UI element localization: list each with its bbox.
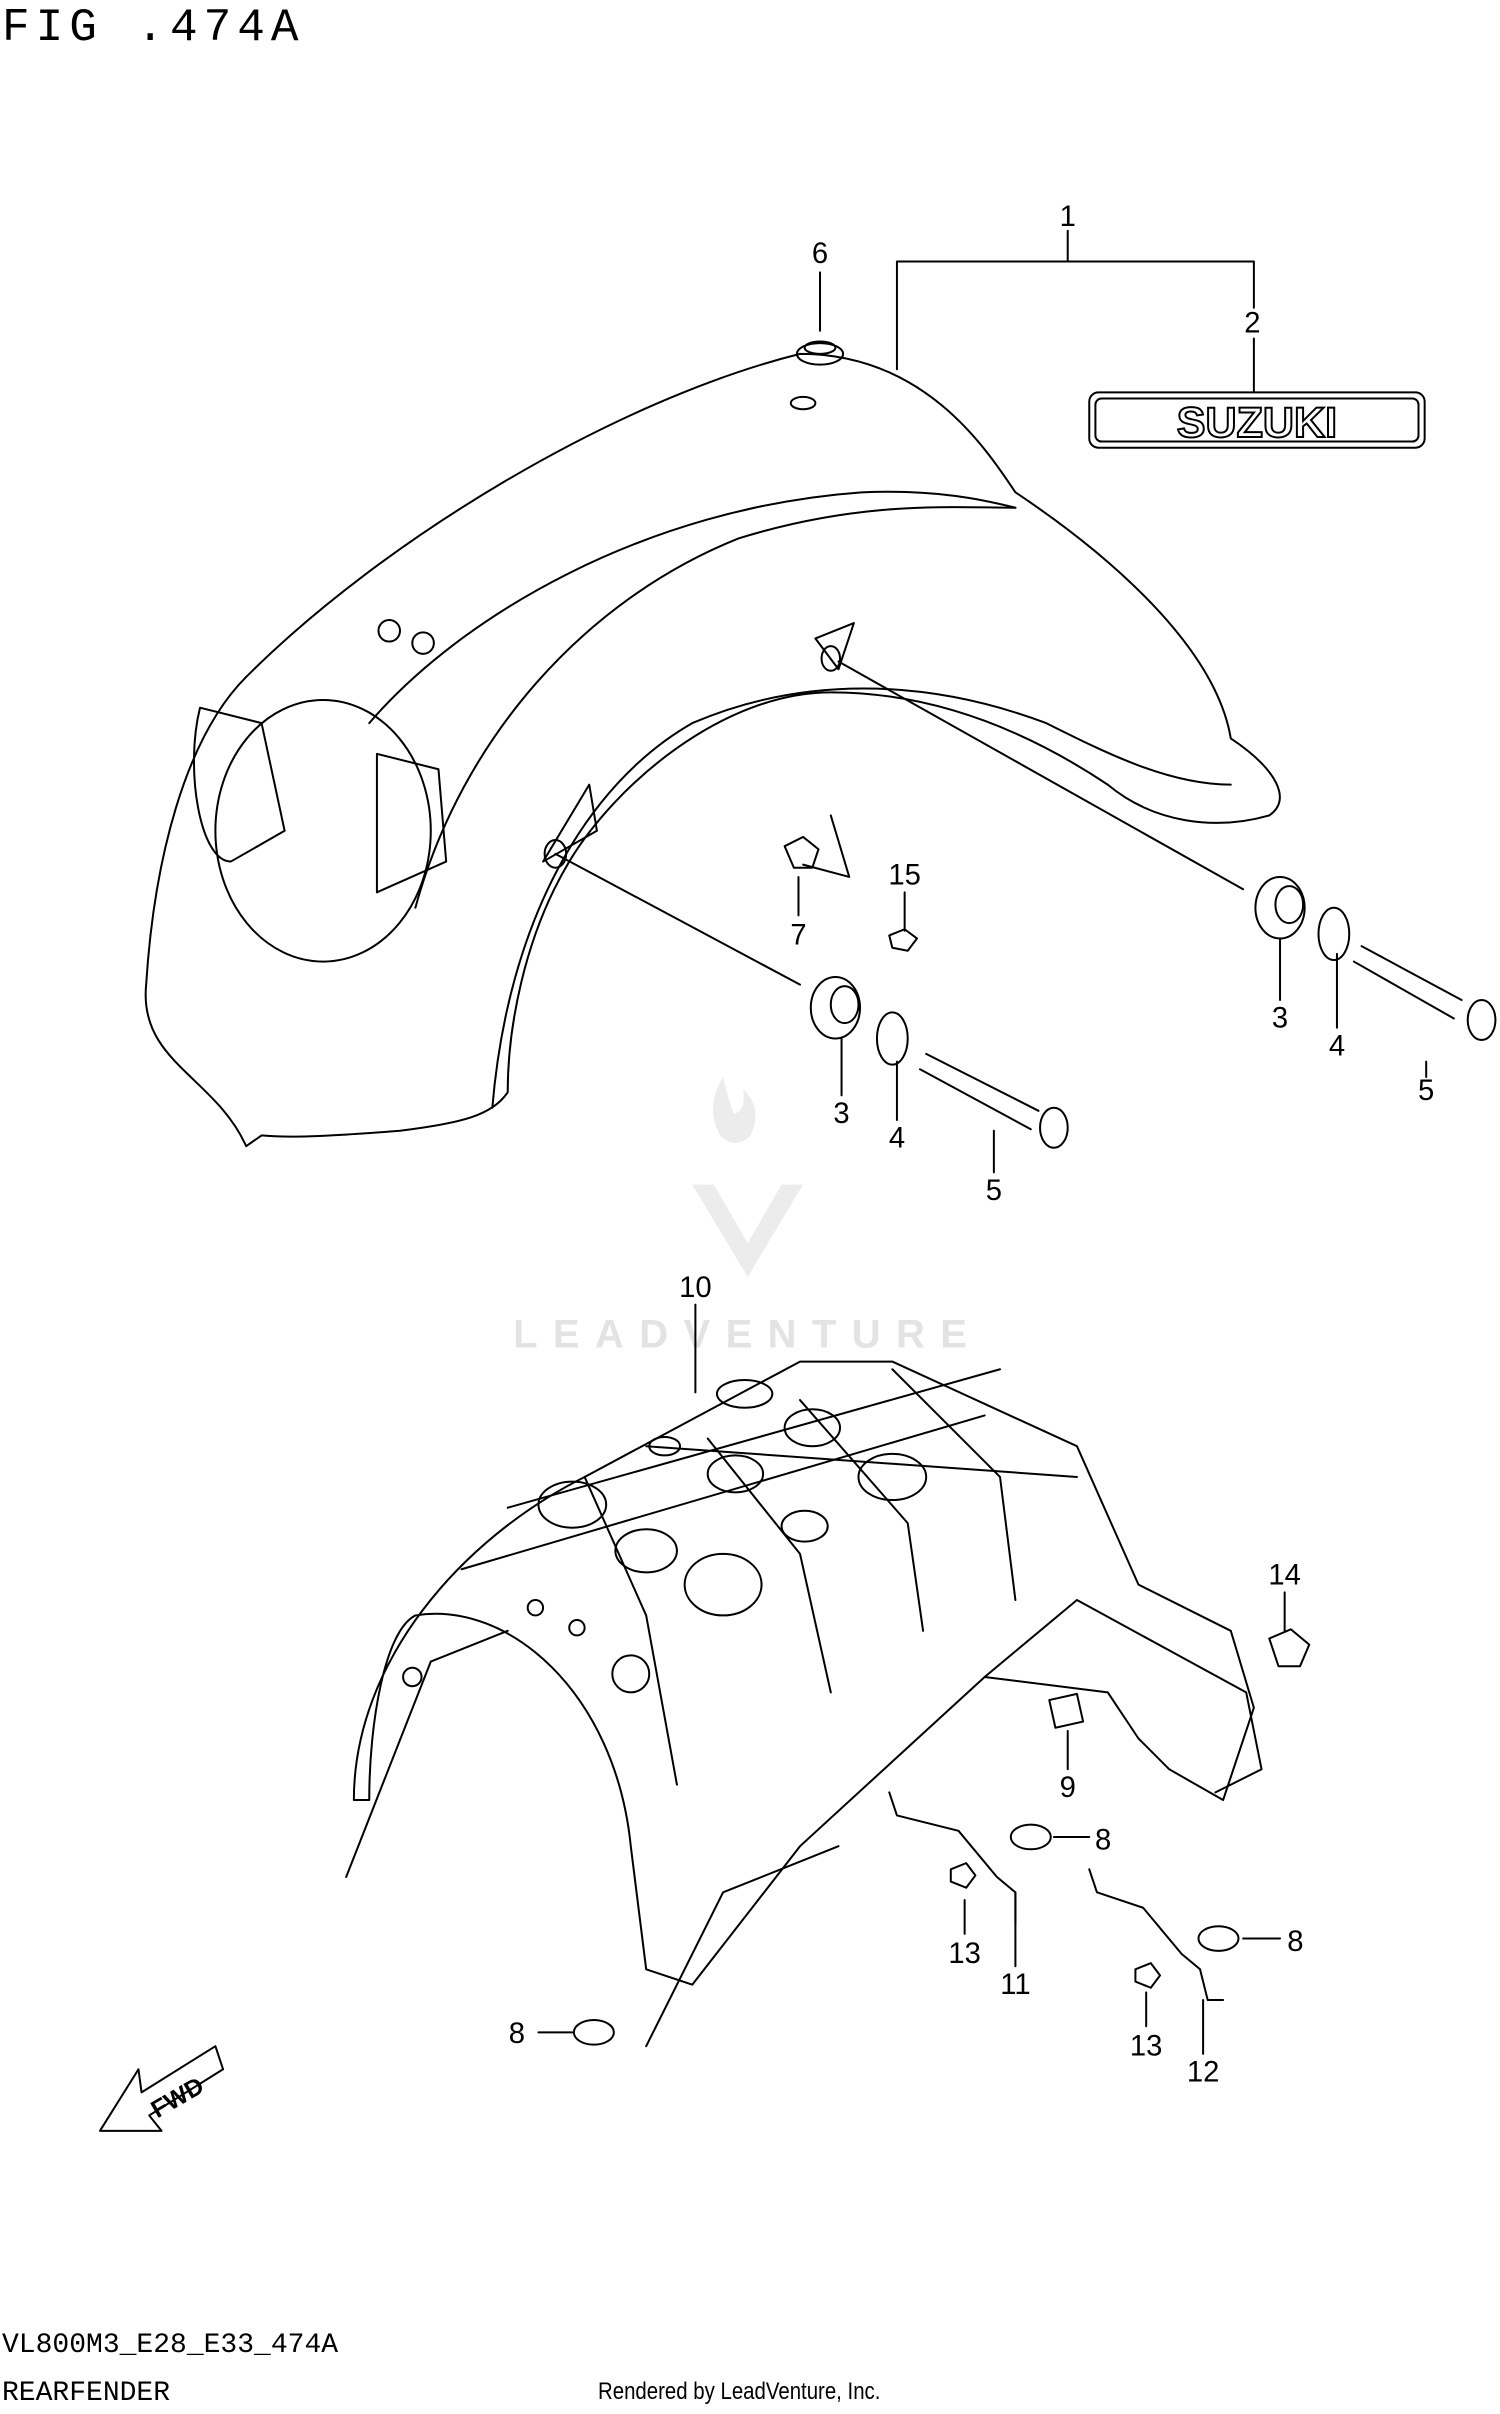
callout-4: 4 xyxy=(889,1123,905,1155)
callout-13: 13 xyxy=(948,1938,981,1970)
callout-3: 3 xyxy=(1272,1003,1288,1035)
model-code: VL800M3_E28_E33_474A xyxy=(2,2330,339,2361)
callout-8: 8 xyxy=(1095,1824,1111,1856)
callout-2: 2 xyxy=(1244,307,1260,339)
callout-11: 11 xyxy=(1000,1969,1030,2001)
callout-12: 12 xyxy=(1187,2057,1220,2089)
suzuki-text: SUZUKI xyxy=(1177,399,1337,447)
callout-8: 8 xyxy=(1287,1926,1303,1958)
rear-fender xyxy=(144,352,1281,1148)
render-credit: Rendered by LeadVenture, Inc. xyxy=(598,2378,881,2405)
callout-15: 15 xyxy=(888,860,921,892)
callout-labels: 1 2 6 15 7 3 4 5 3 4 5 10 14 9 8 8 8 13 … xyxy=(509,201,1435,2088)
watermark-logo: LEADVENTURE xyxy=(513,1076,982,1357)
callout-13: 13 xyxy=(1130,2030,1163,2062)
fwd-text: FWD xyxy=(147,2072,209,2123)
callout-5: 5 xyxy=(986,1175,1002,1207)
callout-5: 5 xyxy=(1418,1075,1434,1107)
suzuki-emblem: SUZUKI xyxy=(1088,391,1426,449)
callout-14: 14 xyxy=(1268,1560,1301,1592)
fender-brace xyxy=(345,1360,1263,2048)
fwd-arrow: FWD xyxy=(99,2045,225,2132)
callout-3: 3 xyxy=(833,1098,849,1130)
callout-9: 9 xyxy=(1060,1772,1076,1804)
callout-1: 1 xyxy=(1060,201,1076,233)
callout-8: 8 xyxy=(509,2018,525,2050)
leader-lines xyxy=(537,229,1428,2055)
callout-7: 7 xyxy=(790,920,806,952)
figure-title: FIG .474A xyxy=(2,2,305,54)
watermark-text: LEADVENTURE xyxy=(513,1313,982,1357)
callout-4: 4 xyxy=(1329,1030,1345,1062)
callout-10: 10 xyxy=(679,1272,712,1304)
section-name: REARFENDER xyxy=(2,2378,171,2409)
small-parts xyxy=(572,340,1497,2046)
callout-6: 6 xyxy=(812,238,828,270)
